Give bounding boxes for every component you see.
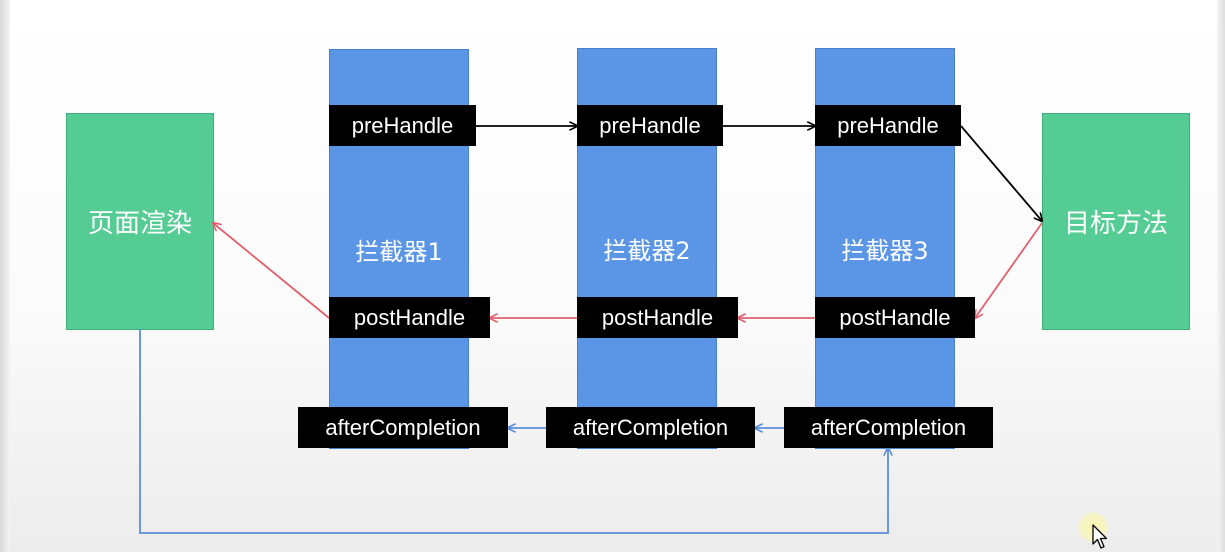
mouse-pointer-icon bbox=[1092, 524, 1108, 549]
posthandle-2-tag: postHandle bbox=[577, 297, 738, 338]
window-left-edge bbox=[0, 0, 10, 552]
window-right-edge bbox=[1217, 0, 1225, 552]
interceptor-3-label: 拦截器3 bbox=[841, 237, 929, 265]
prehandle-2-tag: preHandle bbox=[577, 105, 723, 146]
render-page-box: 页面渲染 bbox=[66, 113, 214, 330]
aftercompletion-1-tag: afterCompletion bbox=[298, 407, 508, 448]
post-arrow-1-to-render bbox=[213, 223, 330, 319]
target-method-label: 目标方法 bbox=[1063, 209, 1168, 239]
aftercompletion-2-tag: afterCompletion bbox=[546, 407, 755, 448]
posthandle-3-tag: postHandle bbox=[815, 297, 975, 338]
pre-arrow-3-to-target bbox=[960, 125, 1042, 221]
posthandle-1-tag: postHandle bbox=[329, 297, 490, 338]
aftercompletion-3-tag: afterCompletion bbox=[784, 407, 993, 448]
prehandle-3-tag: preHandle bbox=[815, 105, 961, 146]
interceptor-1-label: 拦截器1 bbox=[355, 237, 443, 266]
target-method-box: 目标方法 bbox=[1042, 113, 1190, 330]
render-page-label: 页面渲染 bbox=[87, 209, 192, 239]
post-arrow-target-to-3 bbox=[975, 222, 1043, 318]
prehandle-1-tag: preHandle bbox=[329, 105, 476, 146]
interceptor-2-label: 拦截器2 bbox=[603, 237, 691, 265]
after-arrow-render-to-3 bbox=[139, 329, 888, 534]
